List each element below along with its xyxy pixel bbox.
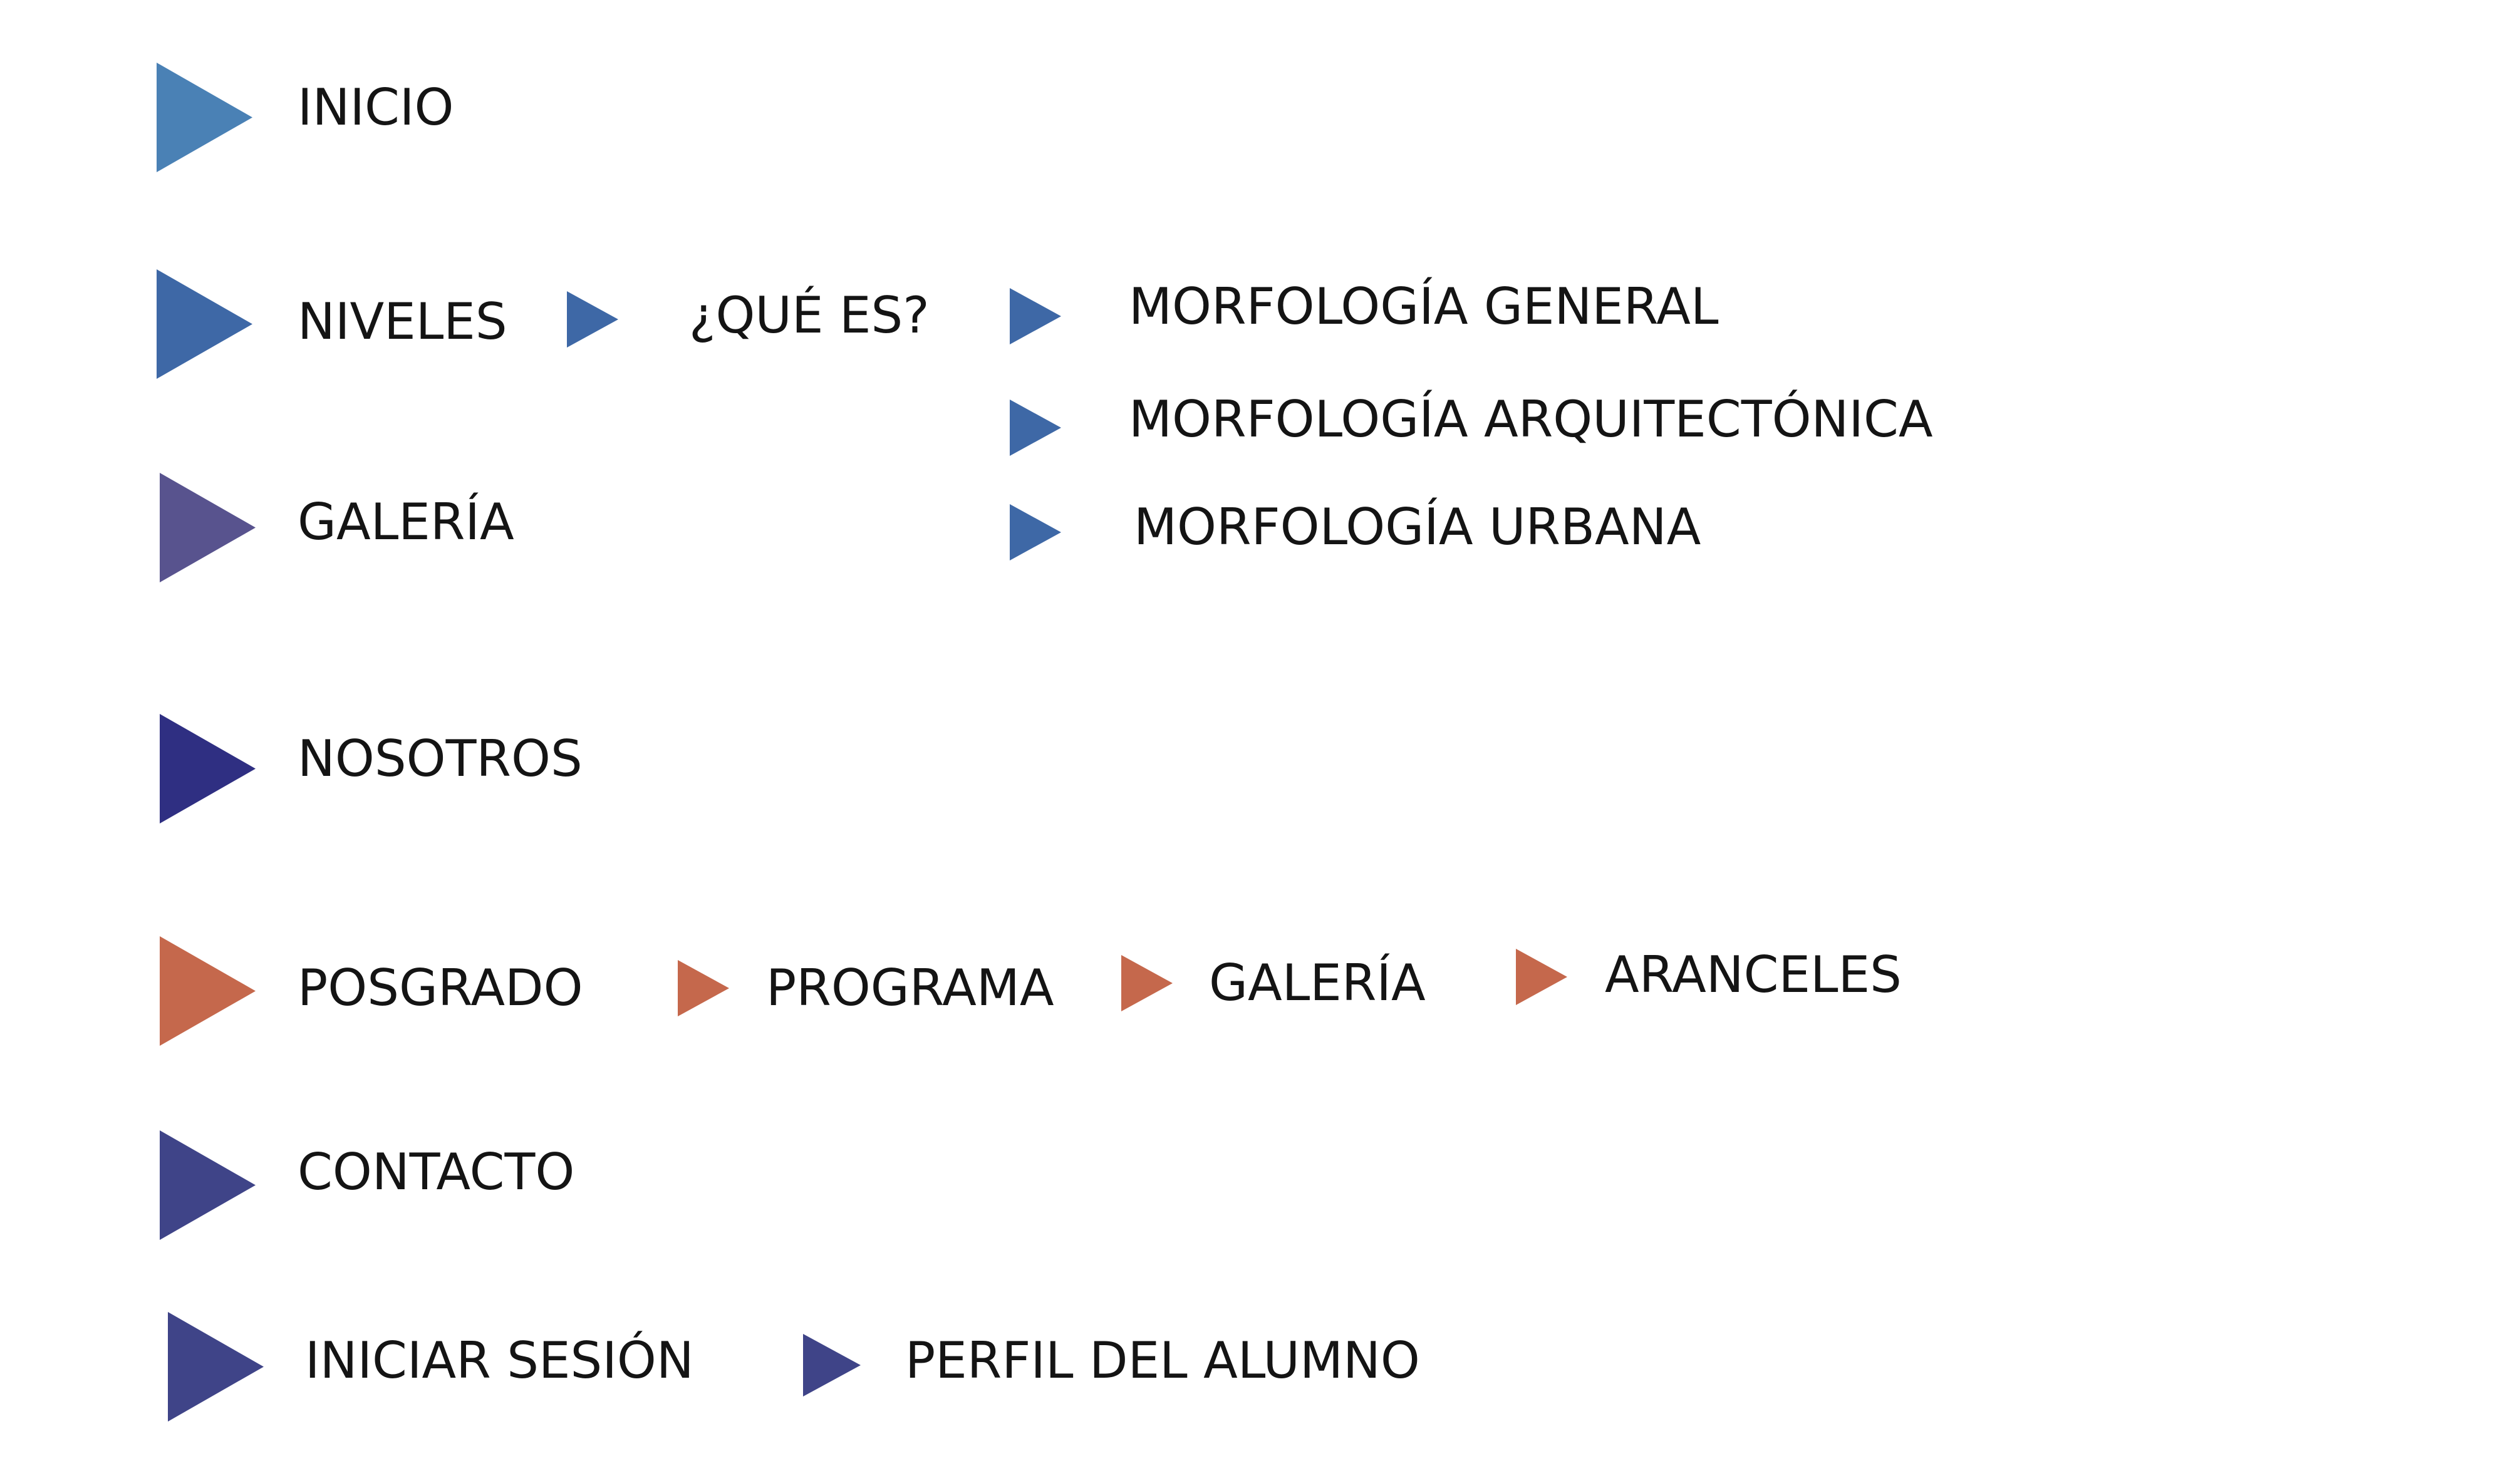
triangle-perfil-alumno-icon (803, 1334, 861, 1396)
menu-contacto[interactable]: CONTACTO (298, 1143, 575, 1201)
triangle-iniciar-sesion-icon (168, 1312, 264, 1422)
submenu-perfil-alumno[interactable]: PERFIL DEL ALUMNO (905, 1331, 1420, 1390)
submenu-aranceles[interactable]: ARANCELES (1605, 946, 1902, 1004)
triangle-aranceles-icon (1516, 949, 1567, 1005)
submenu-galeria-posgrado[interactable]: GALERÍA (1209, 954, 1426, 1012)
triangle-morfologia-arquitectonica-icon (1010, 400, 1061, 456)
submenu-morfologia-urbana[interactable]: MORFOLOGÍA URBANA (1134, 498, 1701, 556)
menu-nosotros[interactable]: NOSOTROS (298, 730, 583, 788)
triangle-nosotros-icon (160, 714, 256, 823)
triangle-contacto-icon (160, 1130, 256, 1240)
triangle-galeria-posgrado-icon (1121, 955, 1173, 1011)
menu-iniciar-sesion[interactable]: INICIAR SESIÓN (305, 1331, 694, 1390)
triangle-morfologia-urbana-icon (1010, 504, 1061, 560)
menu-inicio[interactable]: INICIO (298, 78, 454, 137)
submenu-morfologia-general[interactable]: MORFOLOGÍA GENERAL (1129, 277, 1719, 336)
triangle-morfologia-general-icon (1010, 288, 1061, 344)
menu-niveles[interactable]: NIVELES (298, 292, 507, 351)
triangle-niveles-icon (157, 269, 252, 379)
triangle-inicio-icon (157, 63, 252, 172)
triangle-posgrado-icon (160, 936, 256, 1046)
triangle-que-es-icon (567, 291, 618, 348)
submenu-morfologia-arquitectonica[interactable]: MORFOLOGÍA ARQUITECTÓNICA (1129, 390, 1933, 448)
menu-galeria[interactable]: GALERÍA (298, 493, 514, 551)
menu-posgrado[interactable]: POSGRADO (298, 959, 583, 1017)
triangle-galeria-icon (160, 473, 256, 582)
submenu-programa[interactable]: PROGRAMA (766, 959, 1054, 1017)
submenu-que-es[interactable]: ¿QUÉ ES? (689, 286, 930, 344)
triangle-programa-icon (678, 960, 729, 1016)
